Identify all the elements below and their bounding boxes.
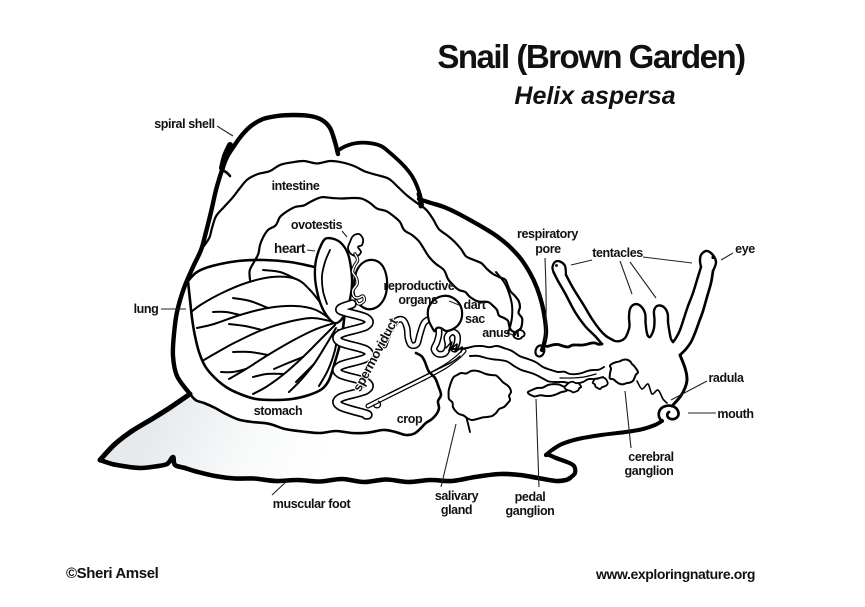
svg-text:anus: anus	[482, 326, 510, 340]
svg-text:ganglion: ganglion	[506, 504, 555, 518]
svg-text:heart: heart	[274, 241, 306, 256]
svg-text:©Sheri Amsel: ©Sheri Amsel	[66, 565, 159, 582]
svg-text:Helix aspersa: Helix aspersa	[514, 82, 675, 110]
svg-text:ovotestis: ovotestis	[291, 218, 343, 232]
svg-text:crop: crop	[397, 412, 423, 426]
svg-text:dart: dart	[463, 298, 486, 312]
svg-text:tentacles: tentacles	[592, 246, 643, 260]
svg-text:pore: pore	[535, 242, 561, 256]
svg-text:organs: organs	[398, 293, 438, 307]
svg-text:reproductive: reproductive	[384, 279, 455, 293]
svg-text:cerebral: cerebral	[628, 450, 673, 464]
svg-text:radula: radula	[708, 371, 745, 385]
svg-text:mouth: mouth	[717, 407, 753, 421]
svg-text:pedal: pedal	[515, 490, 546, 504]
svg-text:salivary: salivary	[435, 489, 479, 503]
svg-text:gland: gland	[441, 503, 472, 517]
svg-text:stomach: stomach	[254, 404, 303, 418]
svg-text:sac: sac	[465, 312, 485, 326]
svg-text:intestine: intestine	[272, 179, 320, 193]
svg-text:eye: eye	[735, 242, 755, 256]
svg-text:Snail (Brown Garden): Snail (Brown Garden)	[437, 38, 745, 75]
svg-text:respiratory: respiratory	[517, 227, 578, 241]
svg-text:muscular foot: muscular foot	[273, 497, 352, 511]
svg-text:www.exploringnature.org: www.exploringnature.org	[595, 566, 755, 582]
svg-text:lung: lung	[134, 302, 159, 316]
svg-text:ganglion: ganglion	[625, 464, 674, 478]
svg-text:spiral shell: spiral shell	[154, 117, 215, 131]
